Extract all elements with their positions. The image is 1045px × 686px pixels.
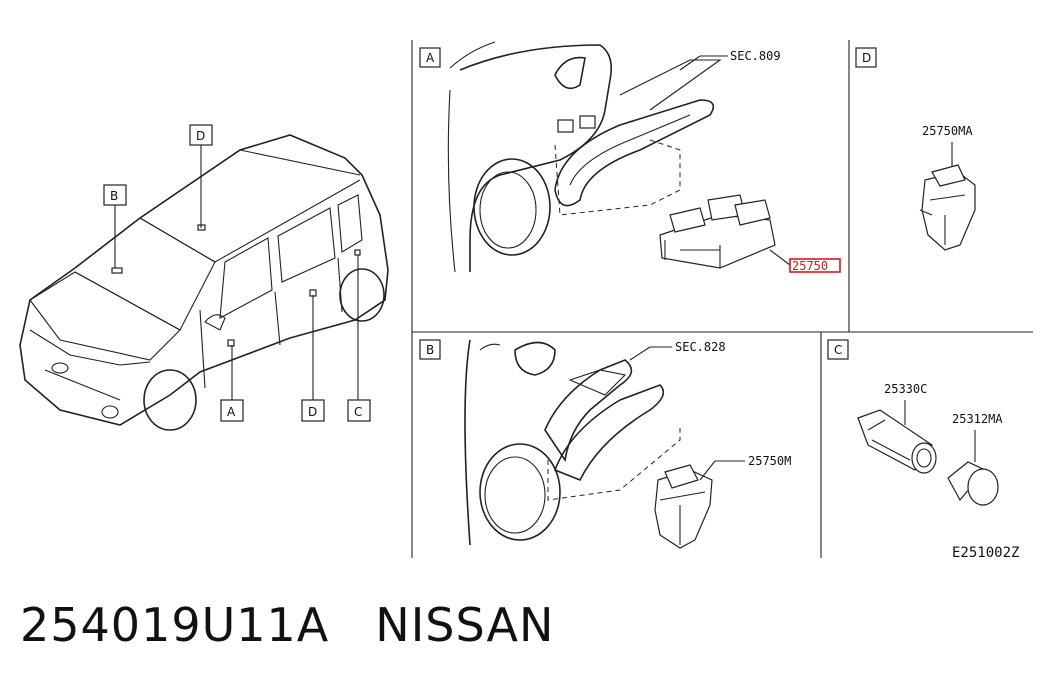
part-25750MA-label: 25750MA xyxy=(922,124,973,138)
callout-label: A xyxy=(227,405,236,419)
part-25750-label: 25750 xyxy=(792,259,828,273)
diagram-code: E251002Z xyxy=(952,545,1019,561)
part-25330C-label: 25330C xyxy=(884,382,927,396)
panel-A-tag: A xyxy=(426,51,435,65)
part-25312MA-label: 25312MA xyxy=(952,412,1003,426)
panel-grid xyxy=(411,40,1033,558)
sec-828-label: SEC.828 xyxy=(675,340,726,354)
panel-C-tag: C xyxy=(834,343,842,357)
callout-label: D xyxy=(308,405,317,419)
car-overview-illustration xyxy=(19,134,389,431)
panel-A: A SEC.809 25750 xyxy=(419,41,841,273)
footer-caption: 254019U11A NISSAN xyxy=(20,598,554,652)
callout-D-bottom: D xyxy=(301,399,325,422)
callout-A: A xyxy=(220,399,244,422)
panel-B: B SEC.828 25750M xyxy=(419,339,791,549)
sec-809-label: SEC.809 xyxy=(730,49,781,63)
callout-label: D xyxy=(196,129,205,143)
part-number: 254019U11A xyxy=(20,598,330,652)
panel-C: C 25330C 25312MA xyxy=(827,339,1003,506)
panel-D-tag: D xyxy=(862,51,871,65)
highlighted-part-box xyxy=(789,258,841,273)
callout-label: B xyxy=(110,189,118,203)
callout-D-top: D xyxy=(189,124,213,146)
callout-C: C xyxy=(347,399,371,422)
panel-D: D 25750MA xyxy=(855,47,976,251)
brand-name: NISSAN xyxy=(375,598,555,652)
panel-B-tag: B xyxy=(426,343,434,357)
callout-label: C xyxy=(354,405,362,419)
part-25750M-label: 25750M xyxy=(748,454,791,468)
callout-B: B xyxy=(103,184,127,206)
